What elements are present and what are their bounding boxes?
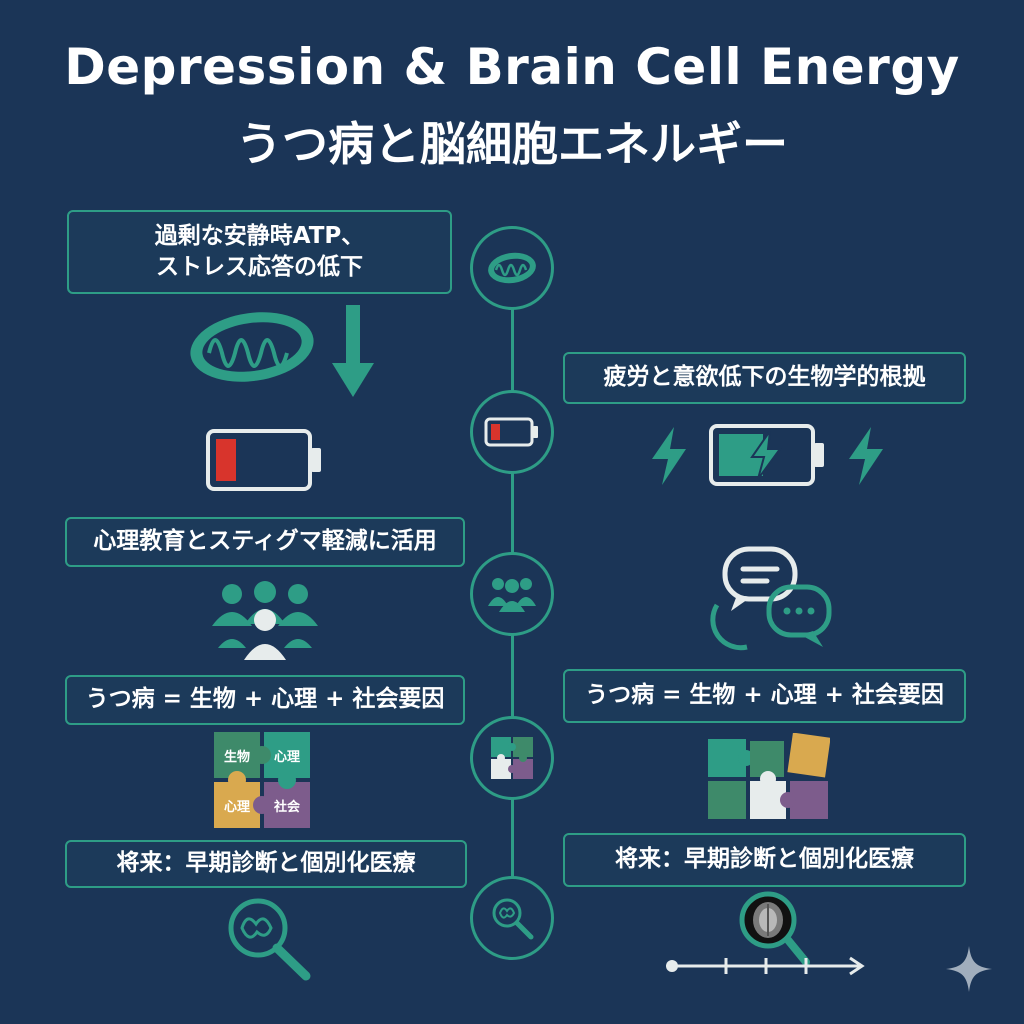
- node-mitochondria: [470, 226, 554, 310]
- mitochondria-icon: [190, 312, 314, 382]
- puzzle-piece-psych-top: 心理: [264, 732, 310, 778]
- puzzle-piece-psych-bottom: 心理: [214, 782, 260, 828]
- brain-magnifier-icon: [228, 898, 311, 981]
- left-box-psychoeducation: 心理教育とスティグマ軽減に活用: [65, 517, 465, 567]
- group-icon: [212, 581, 318, 660]
- battery-low-icon: [484, 417, 538, 447]
- mitochondria-icon: [488, 252, 536, 284]
- lightning-icon: [849, 427, 883, 485]
- battery-charging-icon: [709, 424, 824, 486]
- group-icon: [488, 578, 536, 612]
- left-box-atp-line2: ストレス応答の低下: [156, 254, 363, 280]
- title-english: Depression & Brain Cell Energy: [64, 38, 960, 96]
- node-group: [470, 552, 554, 636]
- puzzle-label-bio: 生物: [223, 749, 250, 765]
- brain-scan-magnifier-icon: [739, 891, 810, 966]
- right-box-fatigue: 疲労と意欲低下の生物学的根拠: [563, 352, 966, 404]
- title-japanese: うつ病と脳細胞エネルギー: [236, 117, 788, 171]
- left-box-future: 将来：早期診断と個別化医療: [65, 840, 467, 888]
- puzzle-icon: [491, 737, 533, 779]
- puzzle-label-social: 社会: [273, 799, 300, 815]
- puzzle-label-psych-bottom: 心理: [223, 799, 250, 815]
- battery-low-icon: [206, 429, 321, 491]
- timeline-arrow-icon: [666, 956, 865, 976]
- right-box-future: 将来：早期診断と個別化医療: [563, 833, 966, 887]
- node-battery: [470, 390, 554, 474]
- chat-bubbles-icon: [710, 546, 832, 651]
- puzzle-icon: [708, 733, 830, 819]
- brain-magnifier-icon: [492, 898, 534, 940]
- left-box-biopsychosocial: うつ病 = 生物 + 心理 + 社会要因: [65, 675, 465, 725]
- biopsychosocial-puzzle: 生物 心理 心理 社会: [214, 732, 310, 828]
- puzzle-piece-social: 社会: [264, 782, 310, 828]
- node-puzzle: [470, 716, 554, 800]
- puzzle-piece-bio: 生物: [214, 732, 260, 778]
- right-box-biopsychosocial: うつ病 = 生物 + 心理 + 社会要因: [563, 669, 966, 723]
- node-brain-magnifier: [470, 876, 554, 960]
- left-box-atp: 過剰な安静時ATP、 ストレス応答の低下: [67, 210, 452, 294]
- puzzle-label-psych-top: 心理: [273, 749, 300, 765]
- down-arrow-icon: [332, 305, 374, 397]
- sparkle-icon: [946, 946, 992, 992]
- left-box-atp-line1: 過剰な安静時ATP、: [154, 222, 365, 249]
- lightning-icon: [652, 427, 686, 485]
